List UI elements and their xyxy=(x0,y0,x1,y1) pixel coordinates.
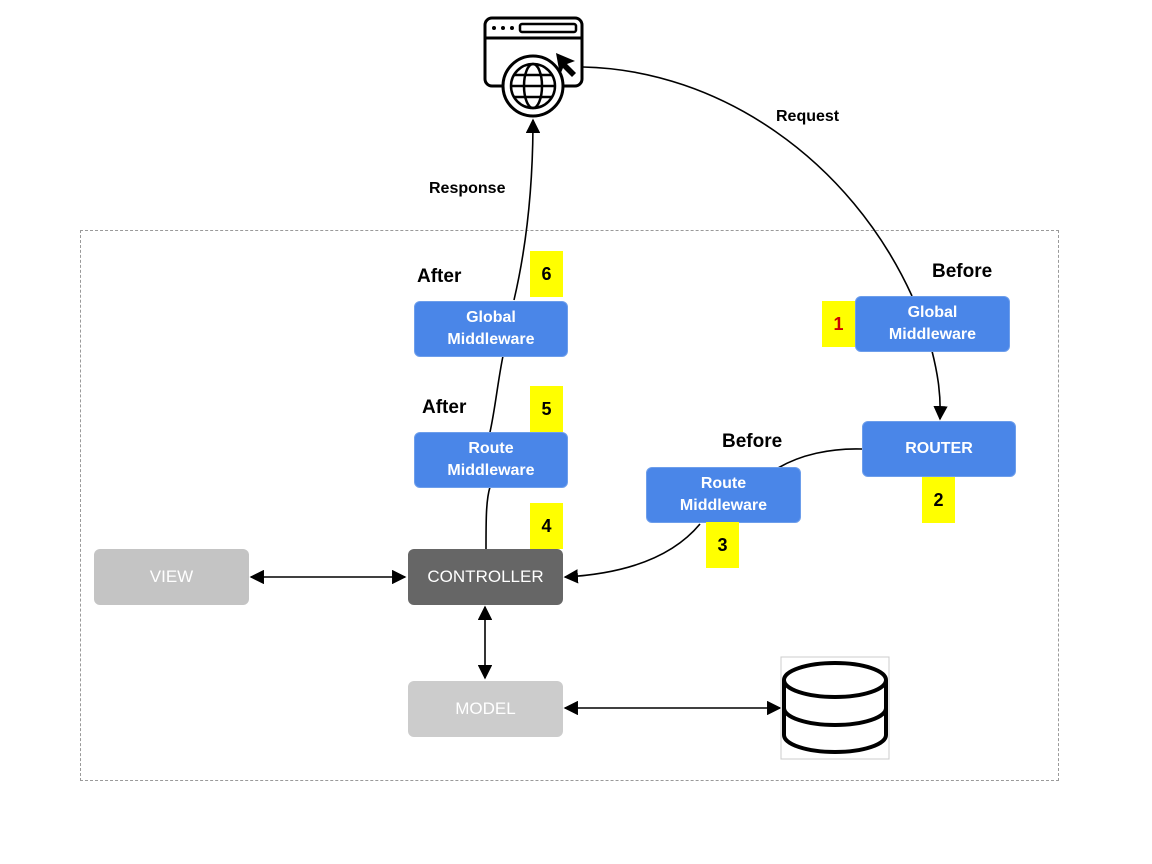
after-global-label: After xyxy=(417,266,462,287)
router-to-route-arrow xyxy=(777,448,863,469)
request-label: Request xyxy=(776,108,840,125)
step-badge-2: 2 xyxy=(922,477,955,523)
route-to-controller-arrow xyxy=(563,523,701,584)
router-node: ROUTER xyxy=(862,421,1016,477)
global-middleware-before-node: Global Middleware xyxy=(855,296,1010,352)
response-label: Response xyxy=(429,180,506,197)
step-badge-1: 1 xyxy=(822,301,855,347)
after-route-label: After xyxy=(422,397,467,418)
step-badge-3: 3 xyxy=(706,522,739,568)
before-global-label: Before xyxy=(932,261,993,282)
browser-globe-icon xyxy=(483,16,584,118)
response-arrow xyxy=(513,118,541,301)
global-middleware-after-node: Global Middleware xyxy=(414,301,568,357)
controller-node: CONTROLLER xyxy=(408,549,563,605)
model-node: MODEL xyxy=(408,681,563,737)
controller-to-route-after-line xyxy=(485,486,491,550)
server-boundary xyxy=(80,230,1059,781)
step-badge-4: 4 xyxy=(530,503,563,549)
step-badge-5: 5 xyxy=(530,386,563,432)
before-route-label: Before xyxy=(722,431,783,452)
route-middleware-before-node: Route Middleware xyxy=(646,467,801,523)
route-middleware-after-node: Route Middleware xyxy=(414,432,568,488)
global-to-router-arrow xyxy=(931,350,948,421)
route-after-to-global-after-line xyxy=(489,355,504,433)
database-icon xyxy=(780,656,890,760)
view-node: VIEW xyxy=(94,549,249,605)
step-badge-6: 6 xyxy=(530,251,563,297)
request-arrow xyxy=(582,66,913,297)
